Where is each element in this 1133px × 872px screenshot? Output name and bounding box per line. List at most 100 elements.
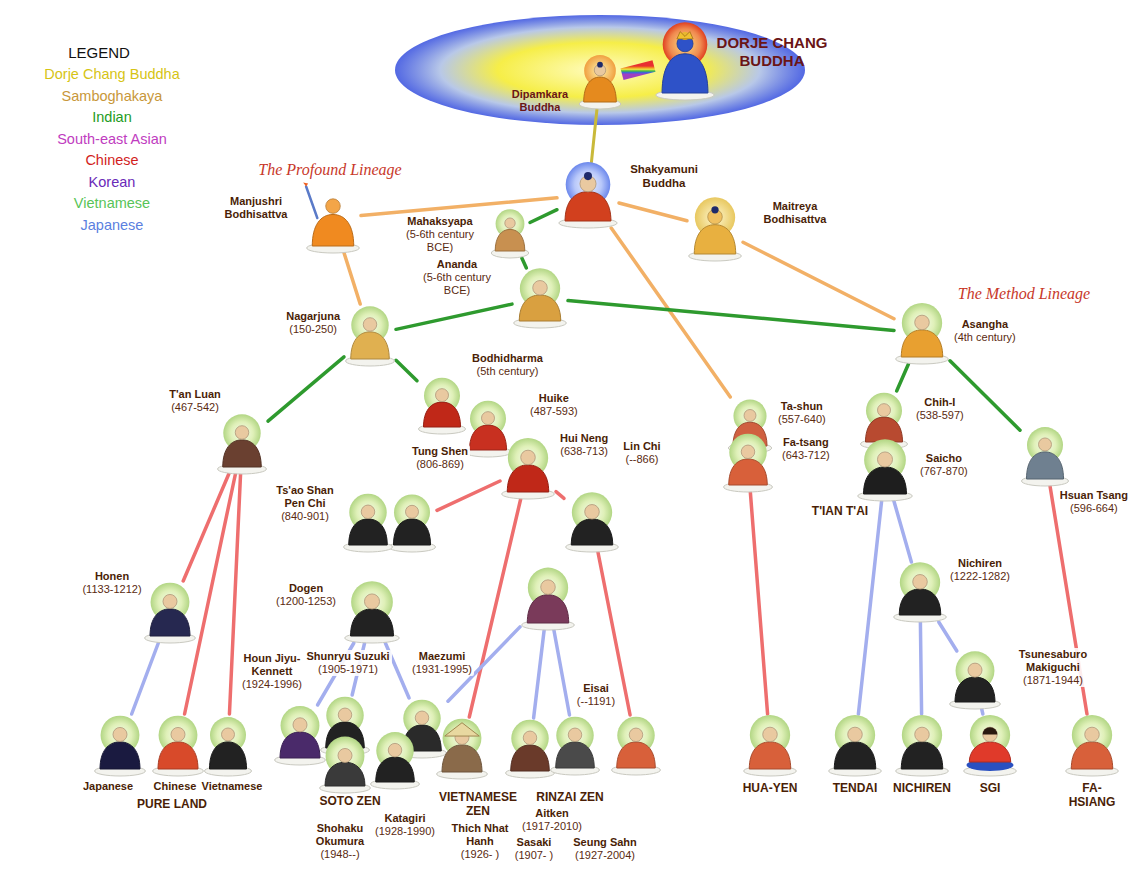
robe xyxy=(470,425,507,450)
lineage-figure: Dipamkara Buddha xyxy=(578,51,622,109)
legend-text: Japanese xyxy=(81,217,144,233)
figure-icon xyxy=(203,714,253,776)
robe xyxy=(864,467,907,494)
name-text: Katagiri xyxy=(375,812,435,825)
lineage-figure: Bodhidharma(5th century) xyxy=(417,376,467,434)
lineage-heading: The Profound Lineage xyxy=(256,160,403,179)
head xyxy=(222,728,235,741)
dates-text: (487-593) xyxy=(530,405,578,418)
lineage-line xyxy=(344,253,360,304)
figure-icon xyxy=(318,737,372,793)
name-text: FA-HSIANG xyxy=(1063,781,1121,809)
name-text: Dipamkara Buddha xyxy=(504,88,576,114)
name-text: Eisai xyxy=(577,682,615,695)
robe xyxy=(507,465,548,492)
lineage-line xyxy=(858,501,881,714)
figure-icon xyxy=(342,492,394,552)
name-text: Houn Jiyu-Kennett xyxy=(241,652,303,678)
legend-text: South-east Asian xyxy=(57,131,167,147)
name-text: Shunryu Suzuki xyxy=(306,650,389,663)
figure-icon xyxy=(463,399,513,457)
figure-caption: Chih-I(538-597) xyxy=(914,396,966,422)
crown xyxy=(677,32,693,39)
lineage-figure: Sasaki(1907- ) xyxy=(549,715,601,775)
head xyxy=(915,727,930,742)
figure-icon xyxy=(435,717,489,779)
lineage-figure: Dogen(1200-1253) xyxy=(343,581,401,643)
figure-caption: Maitreya Bodhisattva xyxy=(748,200,842,226)
school-label: T'IAN T'AI xyxy=(810,504,870,518)
dates-text: (557-640) xyxy=(778,413,826,426)
sword xyxy=(306,187,317,219)
dates-text: (538-597) xyxy=(916,409,964,422)
lineage-figure: DORJE CHANG BUDDHA xyxy=(654,16,716,100)
lineage-figure: Hsuan Tsang(596-664) xyxy=(1020,424,1070,486)
head xyxy=(171,727,185,741)
name-text: Dogen xyxy=(276,582,336,595)
head xyxy=(235,426,249,440)
lineage-figure: Tung Shen(806-869) xyxy=(387,492,437,552)
lineage-line xyxy=(897,364,909,391)
lineage-figure: Mahaksyapa(5-6th century BCE) xyxy=(490,206,530,258)
lineage-line xyxy=(920,622,921,714)
figure-caption: T'an Luan(467-542) xyxy=(167,388,223,414)
robe xyxy=(1071,742,1112,769)
legend-entry: Vietnamese xyxy=(2,193,222,213)
lineage-line xyxy=(939,622,957,651)
lineage-heading: The Method Lineage xyxy=(956,284,1092,303)
dates-text: (4th century) xyxy=(954,331,1016,344)
name-text: Tsunesaburo Makiguchi xyxy=(1008,648,1098,674)
figure-icon xyxy=(369,731,421,789)
head xyxy=(878,404,891,417)
lineage-figure: Aitken(1917-2010) xyxy=(504,718,556,778)
lineage-figure: Thich Nhat Hanh(1926- ) xyxy=(435,717,489,779)
dates-text: (1926- ) xyxy=(449,848,511,861)
lineage-figure: Shakyamuni Buddha xyxy=(557,162,619,228)
name-text: Saicho xyxy=(920,452,968,465)
dates-text: (806-869) xyxy=(412,458,468,471)
legend-color-sample: Samboghakaya xyxy=(62,88,163,104)
figure-caption: Saicho(767-870) xyxy=(918,452,970,478)
legend-entry: Dorje Chang Buddha xyxy=(2,64,222,84)
legend-entry: Samboghakaya xyxy=(2,86,222,106)
lineage-figure: NICHIREN xyxy=(894,714,950,776)
lineage-figure: HUA-YEN xyxy=(742,714,798,776)
legend-entry: Japanese xyxy=(2,215,222,235)
rainbow-connector xyxy=(622,66,654,74)
name-text: Asangha xyxy=(954,318,1016,331)
head xyxy=(415,711,429,725)
head xyxy=(338,708,352,722)
robe xyxy=(100,742,140,769)
name-text: Honen xyxy=(82,570,141,583)
robe xyxy=(1027,452,1064,479)
figure-caption: Tung Shen(806-869) xyxy=(410,445,470,471)
figure-caption: Hsuan Tsang(596-664) xyxy=(1058,489,1130,515)
lineage-figure: Vietnamese xyxy=(203,714,253,776)
school-label: RINZAI ZEN xyxy=(534,790,605,804)
dates-text: (1928-1990) xyxy=(375,825,435,838)
legend-text: Chinese xyxy=(85,152,138,168)
head xyxy=(741,445,755,459)
figure-caption: Bodhidharma(5th century) xyxy=(470,352,545,378)
lineage-line xyxy=(396,304,512,329)
robe xyxy=(834,742,875,769)
dates-text: (1917-2010) xyxy=(522,820,582,833)
lineage-figure: Ananda(5-6th century BCE) xyxy=(512,268,568,328)
robe xyxy=(955,677,995,702)
dates-text: (638-713) xyxy=(560,445,608,458)
figure-caption: Lin Chi(--866) xyxy=(621,440,662,466)
figure-caption: Dipamkara Buddha xyxy=(502,88,578,114)
figure-icon xyxy=(610,715,662,775)
head xyxy=(983,727,998,742)
school-label: PURE LAND xyxy=(135,797,209,811)
head xyxy=(915,315,930,330)
robe xyxy=(442,745,482,772)
lineage-figure: Ts'ao Shan Pen Chi(840-901) xyxy=(342,492,394,552)
figure-icon xyxy=(151,714,205,776)
dates-text: (5-6th century BCE) xyxy=(411,271,503,297)
lineage-figure: Maitreya Bodhisattva xyxy=(687,195,743,261)
head xyxy=(293,718,307,732)
lineage-line xyxy=(437,481,500,510)
figure-icon xyxy=(892,562,948,622)
figure-icon xyxy=(948,651,1002,709)
